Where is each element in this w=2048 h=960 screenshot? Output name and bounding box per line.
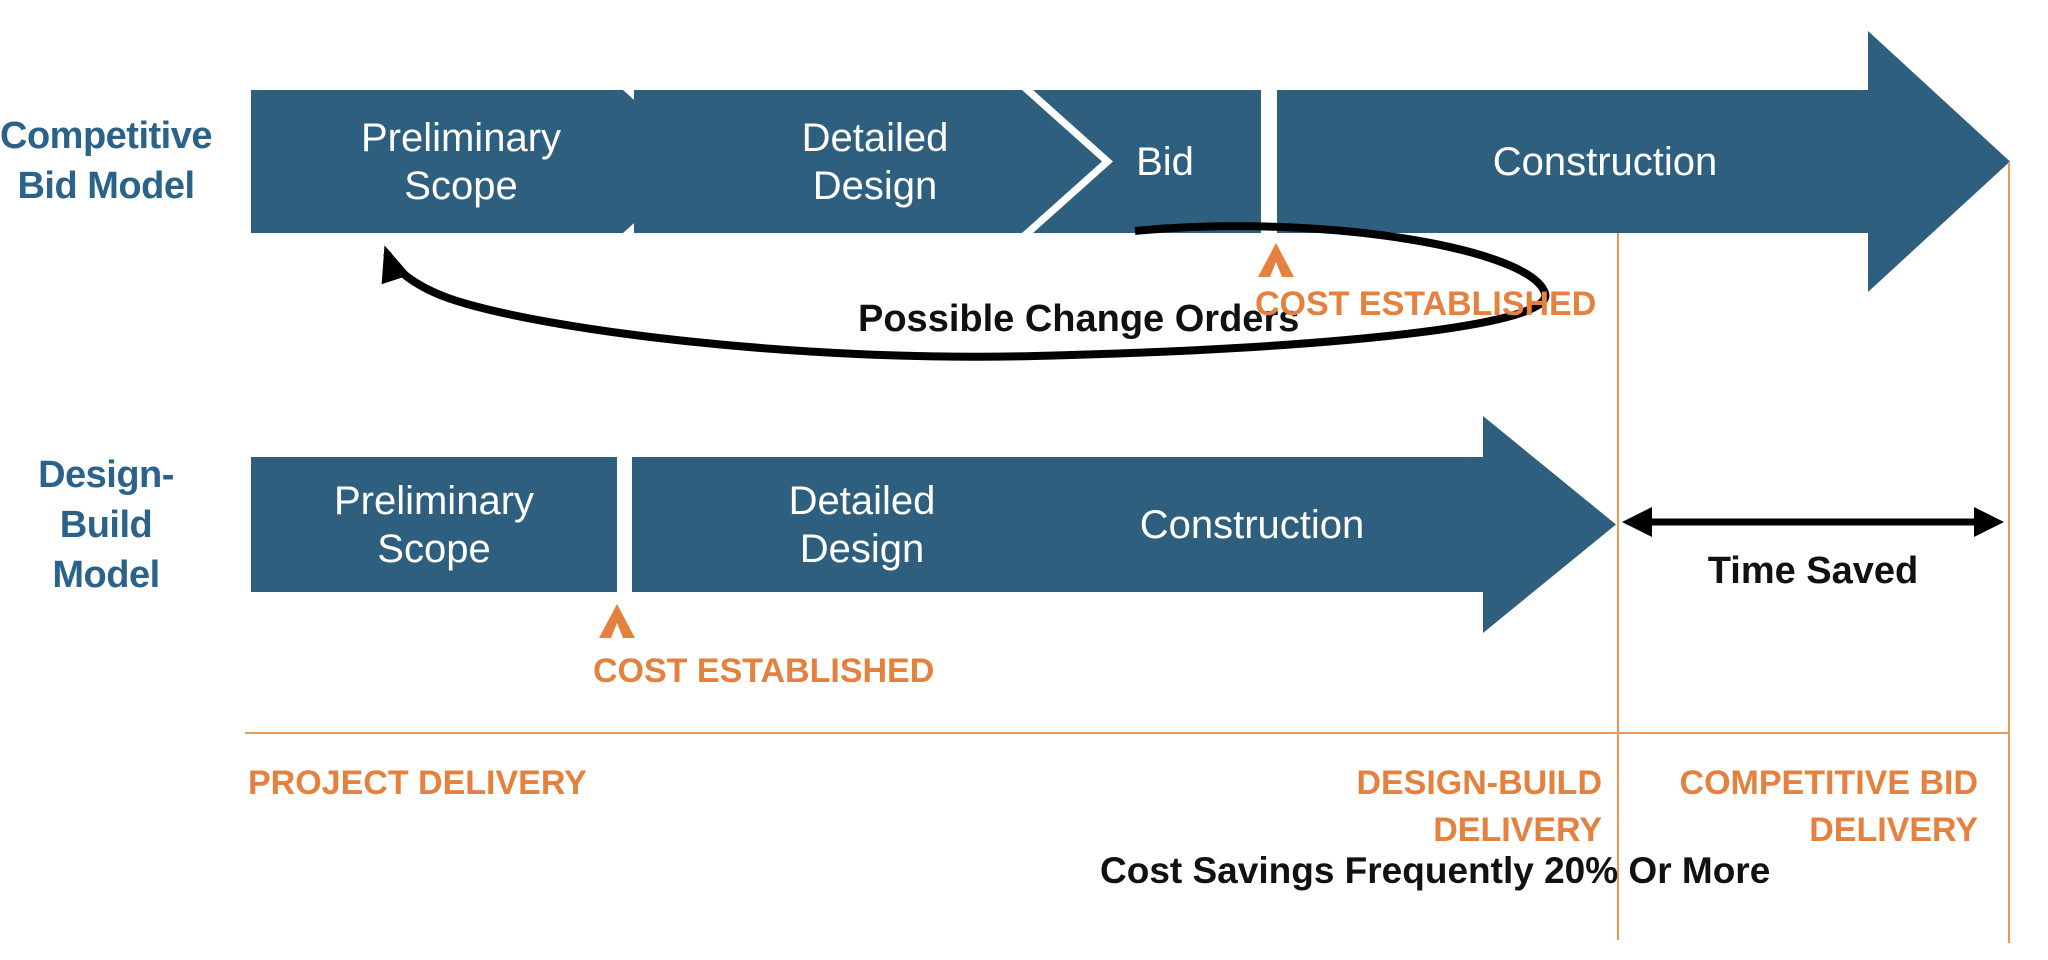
stage-line: Design [799,526,925,571]
stage-line: Bid [1136,139,1194,184]
cost-established-caret-bottom [599,604,635,638]
chevron-competitive-bid [1033,90,1261,233]
time-saved-arrowhead-right [1974,507,2004,537]
design-build-delivery-line1: DESIGN-BUILD [1356,764,1602,802]
stage-line: Scope [404,163,518,208]
competitive-bid-delivery-label: COMPETITIVE BID DELIVERY [1678,760,1978,854]
project-delivery-label: PROJECT DELIVERY [248,764,587,802]
competitive-bid-delivery-line2: DELIVERY [1809,811,1978,849]
time-saved-label: Time Saved [1707,550,1919,592]
stage-line: Detailed [788,478,936,523]
stage-label-competitive-bid: Bid [1085,90,1245,233]
competitive-end-vline [2008,162,2010,943]
competitive-bid-model-label: Competitive Bid Model [0,104,212,218]
stage-line: Detailed [801,115,949,160]
footer-divider-hline [245,732,2008,734]
stage-label-competitive-detailed-design: Detailed Design [680,90,1070,233]
cost-established-caret-top [1258,243,1294,277]
stage-line: Construction [1139,502,1365,547]
designbuild-end-vline [1617,233,1619,940]
design-build-delivery-line2: DELIVERY [1433,811,1602,849]
chevron-competitive-detailed-design [634,90,1102,233]
chevron-competitive-preliminary-scope [251,90,703,233]
stage-line: Scope [377,526,491,571]
stage-line: Preliminary [360,115,562,160]
stage-label-designbuild-construction: Construction [1002,457,1502,592]
competitive-label-line1: Competitive [0,115,212,157]
design-build-label-line1: Design-Build [38,454,174,546]
design-build-delivery-label: DESIGN-BUILD DELIVERY [1302,760,1602,854]
design-build-model-label: Design-Build Model [0,454,212,596]
cost-established-label-top: COST ESTABLISHED [1255,285,1597,323]
time-saved-arrowhead-left [1622,507,1652,537]
stage-line: Design [812,163,938,208]
competitive-label-line2: Bid Model [17,165,195,207]
stage-label-designbuild-detailed-design: Detailed Design [667,457,1057,592]
cost-savings-note: Cost Savings Frequently 20% Or More [1100,850,1771,891]
box-designbuild-preliminary-scope [251,457,617,592]
cost-established-label-bottom: COST ESTABLISHED [593,652,935,690]
stage-line: Construction [1492,139,1718,184]
possible-change-orders-label: Possible Change Orders [858,298,1300,340]
time-saved-arrow-shaft [1644,518,1984,526]
change-orders-curve-arrow [381,222,1550,361]
arrow-competitive-construction [1277,31,2010,292]
stage-label-designbuild-preliminary-scope: Preliminary Scope [251,457,617,592]
design-build-label-line2: Model [52,554,160,596]
competitive-bid-delivery-line1: COMPETITIVE BID [1679,764,1978,802]
stage-line: Preliminary [333,478,535,523]
arrow-designbuild-design-construction [632,416,1616,633]
stage-label-competitive-construction: Construction [1350,90,1860,233]
stage-label-competitive-preliminary-scope: Preliminary Scope [251,90,671,233]
